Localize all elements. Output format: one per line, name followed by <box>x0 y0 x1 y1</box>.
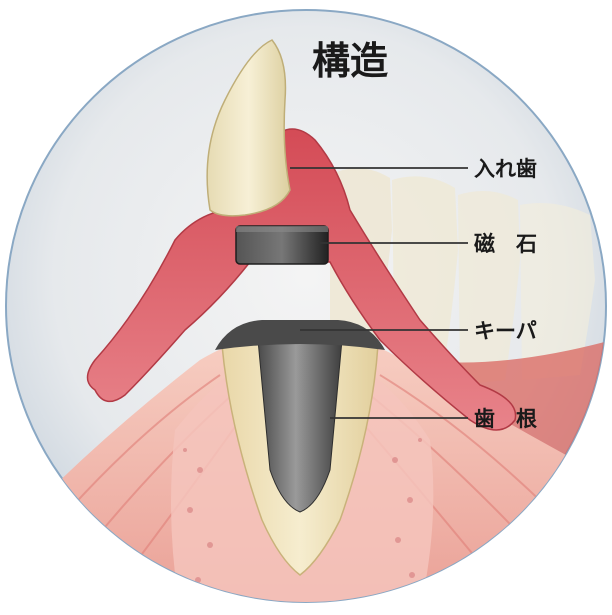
label-keeper: キーパ <box>474 319 537 343</box>
diagram-title: 構造 <box>312 39 388 83</box>
magnet-highlight <box>236 226 328 232</box>
label-root: 歯 根 <box>474 407 537 431</box>
label-magnet: 磁 石 <box>474 232 537 256</box>
label-denture: 入れ歯 <box>474 157 537 181</box>
